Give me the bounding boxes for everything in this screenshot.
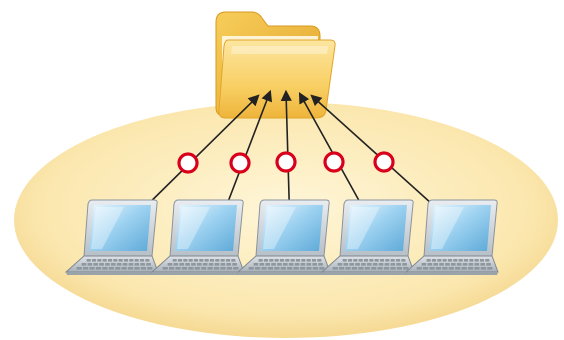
circle-ok-icon xyxy=(177,152,199,174)
folder-icon xyxy=(215,11,336,119)
laptop-row xyxy=(64,199,499,275)
laptop-icon xyxy=(150,199,245,275)
circle-ok-icon xyxy=(275,151,297,173)
circle-ok-icon xyxy=(323,151,345,173)
laptop-icon xyxy=(236,199,331,275)
laptop-screen xyxy=(345,205,407,251)
status-markers xyxy=(177,151,395,174)
laptop-icon xyxy=(64,199,159,275)
circle-ok-icon xyxy=(229,152,251,174)
laptop-screen xyxy=(261,205,323,251)
laptop-screen xyxy=(429,205,491,251)
laptop-icon xyxy=(404,199,499,275)
laptop-screen xyxy=(89,205,151,251)
circle-ok-icon xyxy=(373,151,395,173)
laptop-screen xyxy=(175,205,237,251)
